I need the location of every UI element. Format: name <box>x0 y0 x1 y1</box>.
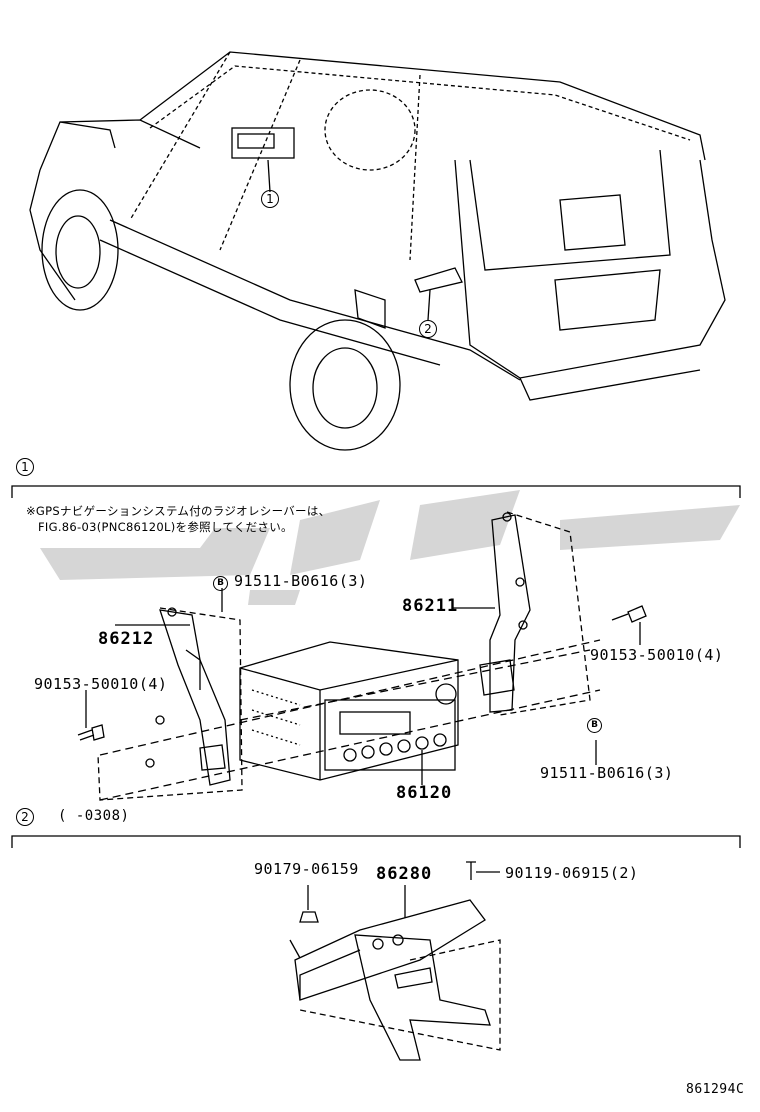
part-90119: 90119-06915(2) <box>505 864 639 882</box>
section1-callout: 1 <box>16 458 34 476</box>
part-86280: 86280 <box>376 864 433 884</box>
section1-note-line2: FIG.86-03(PNC86120L)を参照してください。 <box>38 520 293 534</box>
bracket-86280 <box>289 899 501 1061</box>
part-91511-top: 91511-B0616(3) <box>234 572 368 590</box>
section2-callout: 2 <box>16 808 34 826</box>
screw-right <box>611 605 647 623</box>
part-86212: 86212 <box>98 629 155 649</box>
callout-1-vehicle: 1 <box>261 190 279 208</box>
section2-range: ( -0308) <box>58 808 130 824</box>
part-86211: 86211 <box>402 596 459 616</box>
screw-left <box>77 724 105 741</box>
radio-receiver-86120 <box>239 641 459 781</box>
b-marker-bottom: B <box>587 718 602 733</box>
section1-bracket <box>11 485 741 498</box>
nut-90179 <box>299 911 319 923</box>
bracket-86212 <box>97 607 243 801</box>
b-marker-top: B <box>213 576 228 591</box>
part-90153-right: 90153-50010(4) <box>590 646 724 664</box>
bracket-86211 <box>452 511 591 716</box>
part-91511-bottom: 91511-B0616(3) <box>540 764 674 782</box>
bolt-90119 <box>466 861 476 880</box>
part-90153-left: 90153-50010(4) <box>34 675 168 693</box>
section2-bracket <box>11 835 741 848</box>
part-90179: 90179-06159 <box>254 860 359 878</box>
part-86120: 86120 <box>396 783 453 803</box>
section1-note-line1: ※GPSナビゲーションシステム付のラジオレシーバーは、 <box>26 504 331 518</box>
callout-2-vehicle: 2 <box>419 320 437 338</box>
watermark-logo <box>40 490 740 605</box>
vehicle-illustration <box>29 51 726 451</box>
figure-code: 861294C <box>686 1082 745 1097</box>
